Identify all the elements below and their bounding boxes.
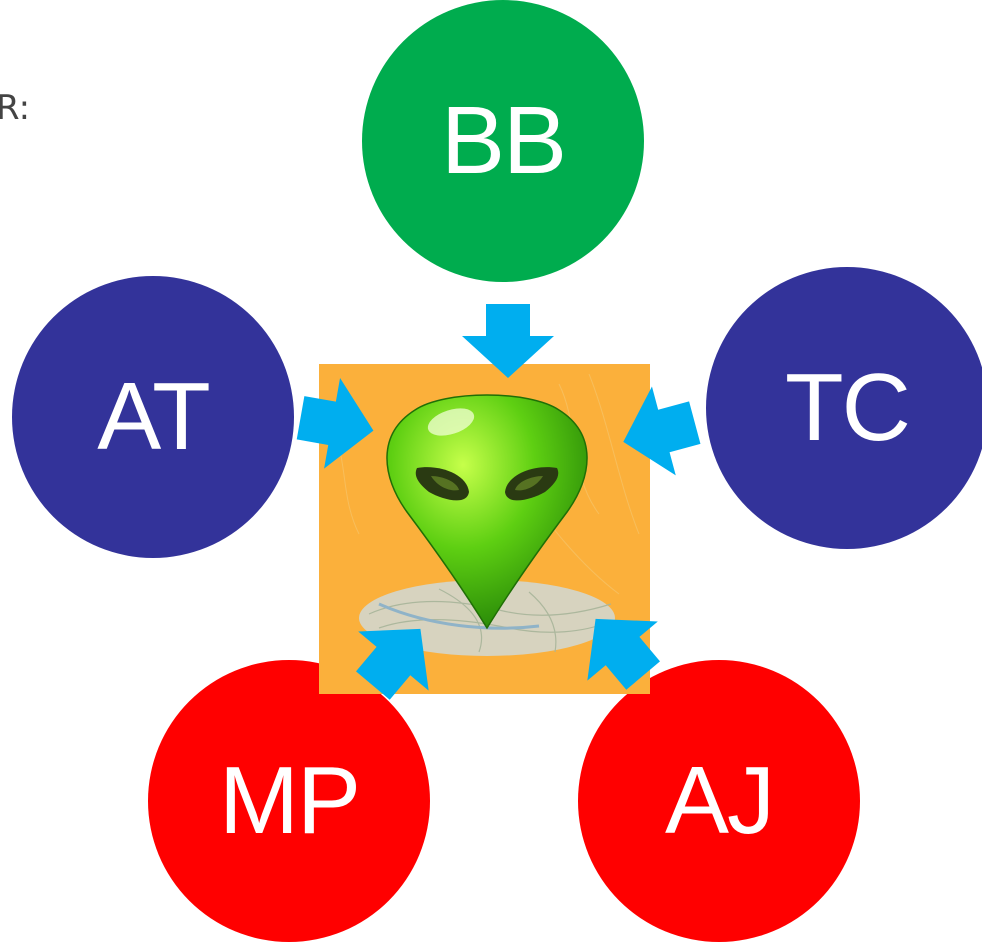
node-bb-label: BB (440, 87, 567, 194)
node-aj: AJ (578, 660, 860, 942)
node-mp-label: MP (219, 747, 361, 854)
node-at: AT (12, 276, 294, 558)
arrow-from-mp (356, 628, 429, 700)
alien-map-pin-icon (328, 373, 640, 656)
arrow-from-at (296, 378, 374, 469)
arrow-from-bb (462, 304, 554, 378)
arrow-from-tc (623, 386, 701, 476)
hub-map-tile (319, 364, 650, 694)
node-bb: BB (362, 0, 644, 282)
arrow-from-aj (587, 618, 660, 690)
node-mp: MP (148, 660, 430, 942)
corner-label: R: (0, 88, 31, 128)
node-at-label: AT (97, 363, 211, 470)
node-tc-label: TC (785, 354, 911, 461)
node-aj-label: AJ (664, 747, 775, 854)
node-tc: TC (706, 267, 982, 549)
